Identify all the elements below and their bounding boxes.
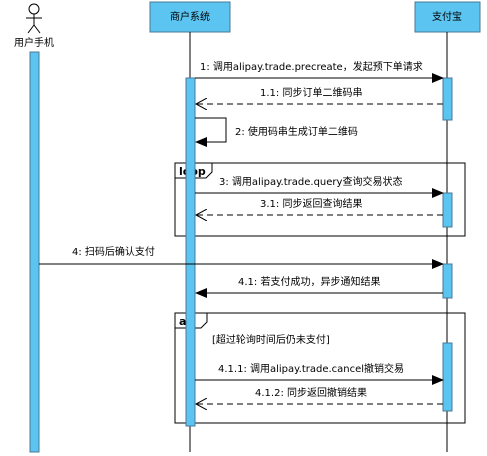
alipay-activation-3 [442,263,453,299]
message-3-label: 3: 调用alipay.trade.query查询交易状态 [219,175,402,188]
alt-fragment [174,312,466,424]
actor-figure-icon [26,3,42,34]
alt-guard: [超过轮询时间后仍未支付] [212,333,330,346]
message-2-label: 2: 使用码串生成订单二维码 [235,125,358,138]
message-1-1-label: 1.1: 同步订单二维码串 [260,86,362,99]
merchant-activation [185,77,196,427]
actor-label: 用户手机 [14,36,54,49]
actor-activation [29,51,40,453]
message-4-label: 4: 扫码后确认支付 [72,245,155,258]
message-3-1-label: 3.1: 同步返回查询结果 [260,197,362,210]
message-4-1-2-label: 4.1.2: 同步返回撤销结果 [255,386,367,399]
message-2-arrow [195,117,227,147]
alipay-box [414,1,481,33]
alipay-activation-1 [442,77,453,121]
alipay-activation-4 [442,342,453,412]
alipay-activation-2 [442,192,453,228]
loop-fragment [174,162,466,237]
merchant-label: 商户系统 [170,10,210,23]
merchant-box [149,1,231,33]
message-4-1-1-label: 4.1.1: 调用alipay.trade.cancel撤销交易 [218,362,404,375]
message-1-label: 1: 调用alipay.trade.precreate，发起预下单请求 [200,60,423,73]
message-4-1-label: 4.1: 若支付成功，异步通知结果 [238,275,380,288]
alipay-label: 支付宝 [432,10,462,23]
